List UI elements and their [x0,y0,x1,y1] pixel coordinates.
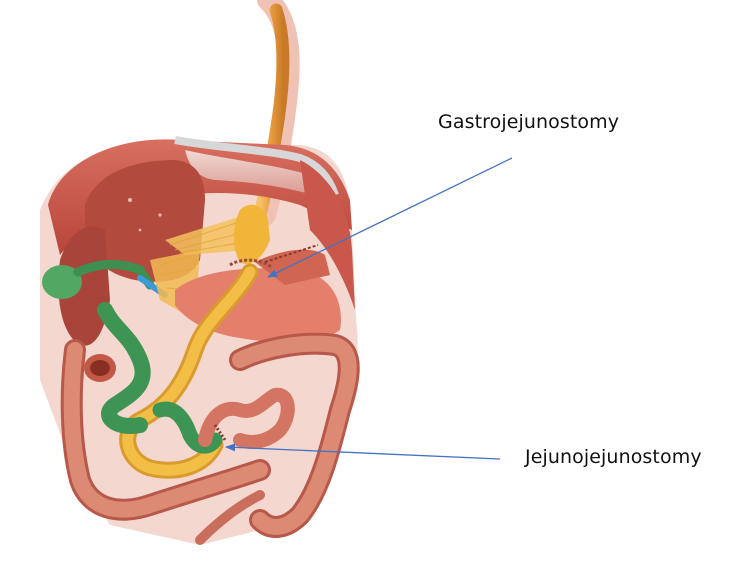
jejunojejunostomy-label: Jejunojejunostomy [525,446,702,468]
gastrojejunostomy-label: Gastrojejunostomy [438,111,619,133]
